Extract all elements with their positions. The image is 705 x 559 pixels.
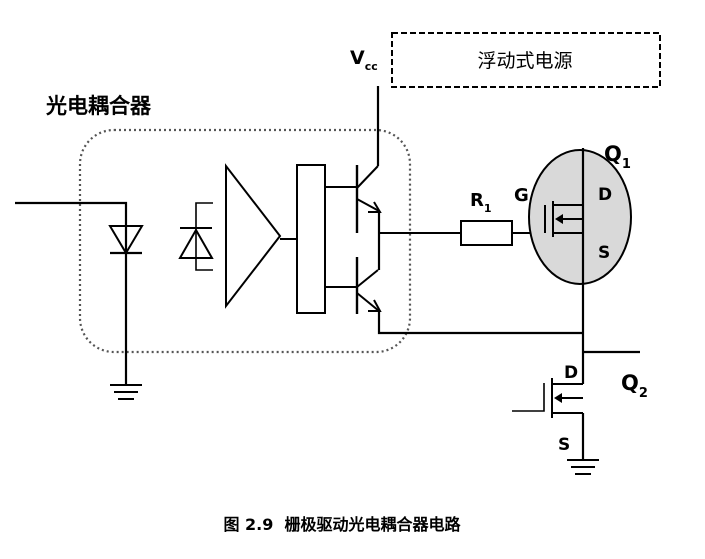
q2-mosfet-icon [512,378,583,418]
input-wire [15,201,128,385]
q1-source-label: S [598,243,610,263]
optocoupler-boundary [78,128,412,354]
ground-icon-output [567,459,599,475]
r1-label: R1 [470,190,492,215]
photodiode-icon [178,202,214,271]
q1-drain-label: D [598,185,612,205]
lower-transistor-icon [325,257,382,314]
upper-transistor-icon [325,165,382,233]
input-diode-icon [108,225,144,255]
q1-mosfet-icon [544,201,583,237]
resistor-r1 [460,220,513,246]
floating-supply-label: 浮动式电源 [477,50,572,72]
q1-label: Q1 [604,142,631,172]
q2-source-label: S [558,435,570,455]
driver-block [296,164,326,314]
q2-label: Q2 [621,371,648,401]
q1-mosfet-body [528,149,632,285]
q2-drain-label: D [564,363,578,383]
optocoupler-label: 光电耦合器 [45,94,152,118]
q1-gate-label: G [514,185,529,206]
amplifier-icon [225,163,282,309]
return-wire [377,311,583,335]
ground-icon-input [110,384,142,400]
vcc-label: Vcc [350,47,378,73]
floating-supply-box [391,32,661,88]
figure-caption: 图 2.9 栅极驱动光电耦合器电路 [223,515,461,534]
